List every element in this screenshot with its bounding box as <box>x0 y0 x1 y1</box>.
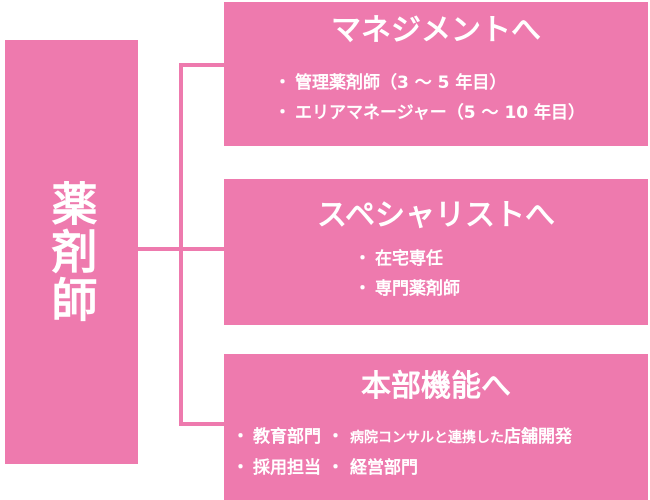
bullet: ・ <box>232 458 249 478</box>
bullet: ・ <box>274 73 291 93</box>
bullet: ・ <box>354 249 371 269</box>
list-item-label: 病院コンサルと連携した <box>350 430 504 446</box>
branch-headquarters: 本部機能へ ・教育部門・病院コンサルと連携した店舗開発 ・採用担当・経営部門 <box>224 354 648 500</box>
connector-line <box>179 63 224 67</box>
list-item-label: 教育部門 <box>253 427 321 447</box>
list-item: ・教育部門・病院コンサルと連携した店舗開発 <box>232 422 572 453</box>
branch-title: スペシャリストへ <box>317 198 555 233</box>
list-item: ・エリアマネージャー（5 ～ 10 年目） <box>274 98 585 128</box>
branch-title: マネジメントへ <box>331 13 541 48</box>
list-item-label: 店舗開発 <box>504 427 572 447</box>
branch-management: マネジメントへ ・管理薬剤師（3 ～ 5 年目） ・エリアマネージャー（5 ～ … <box>224 2 648 146</box>
bullet: ・ <box>274 103 291 123</box>
list-item-label: 在宅専任 <box>375 249 443 269</box>
connector-line <box>179 63 183 426</box>
root-node: 薬剤師 <box>5 40 138 464</box>
list-item-label: 採用担当 <box>253 458 321 478</box>
branch-item-list: ・在宅専任 ・専門薬剤師 <box>354 244 460 304</box>
bullet: ・ <box>232 427 249 447</box>
list-item-label: 管理薬剤師（3 ～ 5 年目） <box>295 73 507 93</box>
branch-specialist: スペシャリストへ ・在宅専任 ・専門薬剤師 <box>224 179 648 325</box>
list-item-label: エリアマネージャー（5 ～ 10 年目） <box>295 103 586 123</box>
bullet: ・ <box>354 279 371 299</box>
branch-item-list: ・管理薬剤師（3 ～ 5 年目） ・エリアマネージャー（5 ～ 10 年目） <box>274 68 585 128</box>
list-item-label: 経営部門 <box>350 458 418 478</box>
list-item: ・在宅専任 <box>354 244 460 274</box>
bullet: ・ <box>327 458 344 478</box>
connector-line <box>179 247 224 251</box>
list-item-label: 専門薬剤師 <box>375 279 460 299</box>
branch-item-list: ・教育部門・病院コンサルと連携した店舗開発 ・採用担当・経営部門 <box>232 422 572 483</box>
root-label: 薬剤師 <box>44 180 99 324</box>
connector-line <box>179 422 224 426</box>
bullet: ・ <box>327 427 344 447</box>
list-item: ・採用担当・経営部門 <box>232 453 572 483</box>
list-item: ・管理薬剤師（3 ～ 5 年目） <box>274 68 585 98</box>
connector-line <box>138 247 181 251</box>
list-item: ・専門薬剤師 <box>354 274 460 304</box>
branch-title: 本部機能へ <box>361 369 511 404</box>
